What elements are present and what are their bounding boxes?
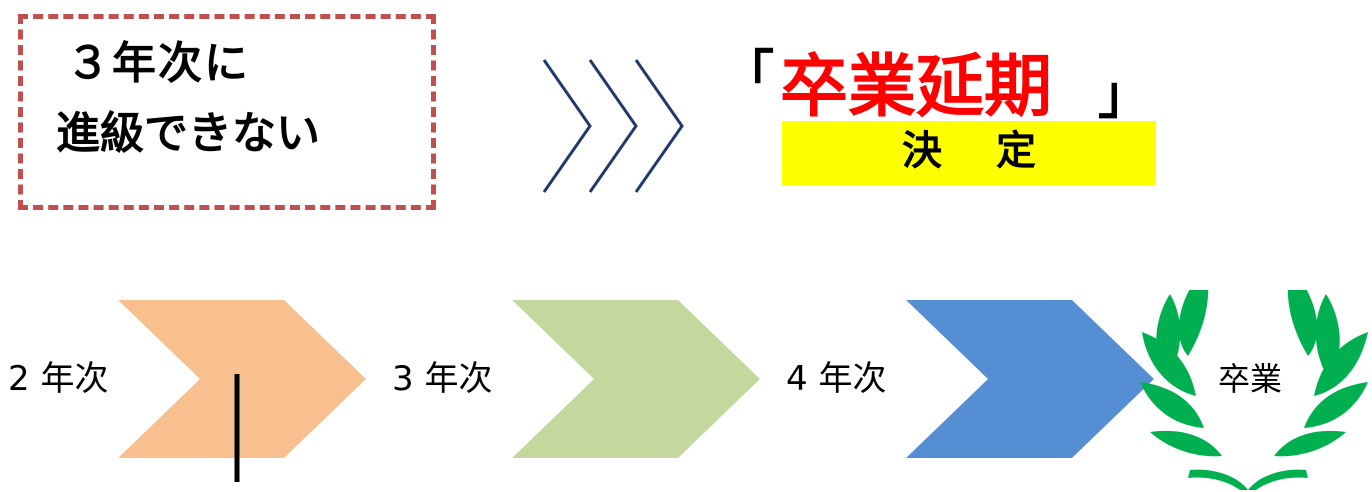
timeline [118, 290, 1368, 490]
status-box [18, 14, 436, 210]
stage-label-2: 2 年次 [8, 359, 109, 399]
triple-chevron-right-icon [542, 59, 684, 193]
stage-label-4: 4 年次 [786, 359, 887, 399]
result-title: 卒業延期 [780, 48, 1053, 127]
stage-arrow-2 [118, 300, 366, 458]
status-line-2: 進級できない [56, 108, 320, 159]
graduation-label: 卒業 [1218, 360, 1283, 398]
decision-text: 決定 [902, 128, 1090, 174]
stage-arrow-3 [512, 300, 760, 458]
laurel-wreath-icon [1140, 290, 1368, 490]
decision-badge: 決定 [782, 121, 1156, 185]
status-line-1: ３年次に [66, 38, 250, 89]
bracket-open: 「 [722, 46, 775, 106]
bracket-close: 」 [1098, 66, 1151, 126]
stage-arrow-4 [906, 300, 1154, 458]
stage-label-3: 3 年次 [392, 359, 493, 399]
